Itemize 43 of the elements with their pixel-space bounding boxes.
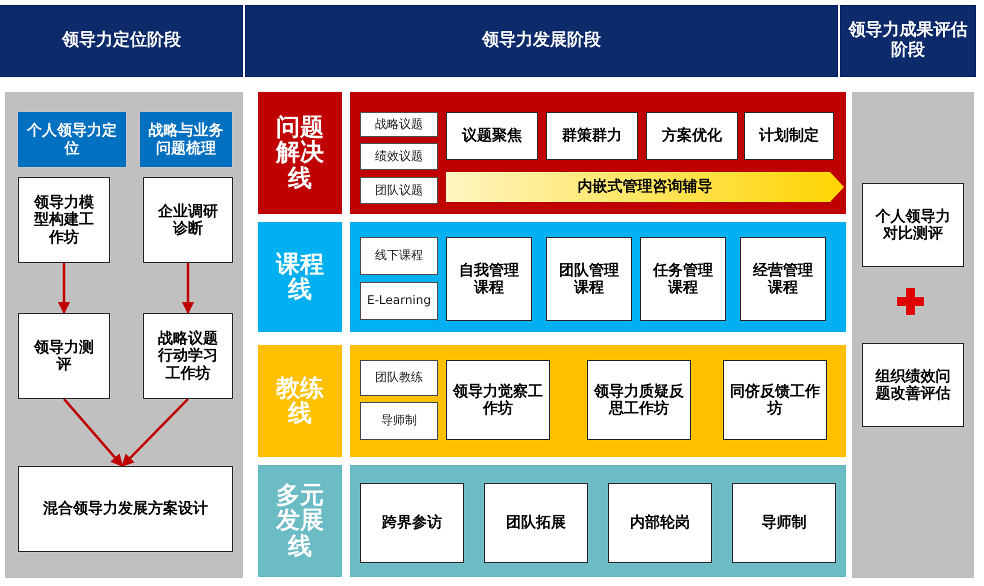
process-box: 群策群力 — [546, 112, 638, 160]
process-box: 领导力觉察工作坊 — [446, 360, 550, 440]
tag-box: 团队议题 — [360, 177, 438, 204]
process-box: 内部轮岗 — [608, 483, 712, 563]
line-label: 多元发展线 — [258, 465, 342, 577]
process-box: 跨界参访 — [360, 483, 464, 563]
process-box: 个人领导力对比测评 — [862, 183, 964, 267]
process-box: 领导力模型构建工作坊 — [18, 177, 110, 263]
process-box: 团队管理课程 — [546, 237, 632, 321]
tag-box: 线下课程 — [360, 237, 438, 275]
tag-box: 导师制 — [360, 402, 438, 440]
process-box: 导师制 — [732, 483, 836, 563]
line-label: 问题解决线 — [258, 92, 342, 214]
process-box: 领导力质疑反思工作坊 — [587, 360, 691, 440]
line-label: 课程线 — [258, 222, 342, 332]
process-box: 同侪反馈工作坊 — [723, 360, 827, 440]
process-box: 议题聚焦 — [446, 112, 538, 160]
process-box: 任务管理课程 — [640, 237, 726, 321]
arrow — [121, 398, 189, 467]
step-box: 个人领导力定位 — [18, 112, 126, 167]
process-box: 混合领导力发展方案设计 — [18, 466, 233, 552]
arrow — [58, 263, 70, 314]
tag-box: 绩效议题 — [360, 143, 438, 170]
process-box: 团队拓展 — [484, 483, 588, 563]
process-box: 组织绩效问题改善评估 — [862, 343, 964, 427]
header-cell: 领导力定位阶段 — [0, 5, 243, 77]
process-box: 自我管理课程 — [446, 237, 532, 321]
tag-box: 战略议题 — [360, 112, 438, 137]
line-label: 教练线 — [258, 345, 342, 457]
arrow — [63, 398, 124, 467]
process-box: 方案优化 — [646, 112, 738, 160]
process-box: 领导力测评 — [18, 313, 110, 399]
header-cell: 领导力成果评估阶段 — [840, 5, 976, 77]
process-box: 企业调研诊断 — [143, 177, 233, 263]
arrow — [182, 263, 194, 314]
tag-box: 团队教练 — [360, 360, 438, 396]
tag-box: E-Learning — [360, 282, 438, 320]
process-box: 计划制定 — [744, 112, 834, 160]
header-cell: 领导力发展阶段 — [245, 5, 838, 77]
process-box: 战略议题行动学习工作坊 — [143, 313, 233, 399]
step-box: 战略与业务问题梳理 — [140, 112, 232, 167]
arrow-band: 内嵌式管理咨询辅导 — [446, 172, 844, 202]
process-box: 经营管理课程 — [740, 237, 826, 321]
